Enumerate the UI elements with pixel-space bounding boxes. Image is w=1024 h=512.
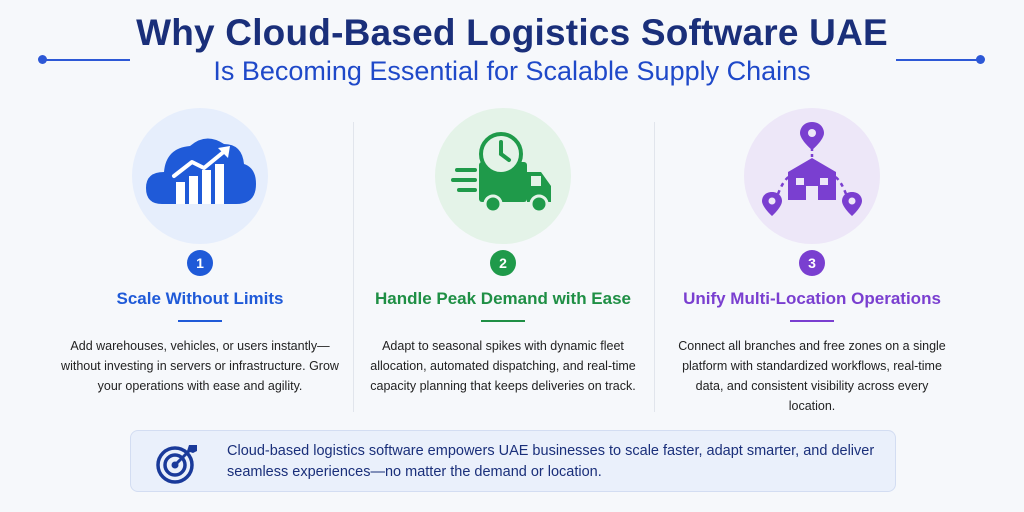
decorative-line-right (896, 59, 978, 61)
feature-column-scale: 1 Scale Without Limits Add warehouses, v… (40, 108, 360, 396)
decorative-line-left (44, 59, 130, 61)
page-subtitle: Is Becoming Essential for Scalable Suppl… (213, 56, 811, 86)
warehouse-locations-icon (744, 108, 880, 244)
page-title: Why Cloud-Based Logistics Software UAE (136, 12, 888, 53)
feature-description: Adapt to seasonal spikes with dynamic fl… (370, 339, 636, 393)
step-number-badge: 2 (490, 250, 516, 276)
heading-underline (790, 320, 834, 322)
feature-column-peak-demand: 2 Handle Peak Demand with Ease Adapt to … (343, 108, 663, 396)
delivery-truck-clock-icon (435, 108, 571, 244)
feature-description: Connect all branches and free zones on a… (678, 339, 946, 413)
summary-banner: Cloud-based logistics software empowers … (130, 430, 896, 492)
column-divider-1 (353, 122, 354, 412)
cloud-growth-icon (132, 108, 268, 244)
feature-heading: Scale Without Limits (116, 289, 284, 308)
step-number-badge: 3 (799, 250, 825, 276)
feature-column-multi-location: 3 Unify Multi-Location Operations Connec… (652, 108, 972, 416)
feature-description: Add warehouses, vehicles, or users insta… (61, 339, 339, 393)
target-icon (155, 441, 199, 490)
summary-text: Cloud-based logistics software empowers … (227, 443, 875, 480)
step-number-badge: 1 (187, 250, 213, 276)
decorative-dot-right (976, 55, 985, 64)
feature-heading: Handle Peak Demand with Ease (374, 289, 632, 308)
heading-underline (178, 320, 222, 322)
heading-underline (481, 320, 525, 322)
column-divider-2 (654, 122, 655, 412)
feature-heading: Unify Multi-Location Operations (683, 289, 941, 308)
decorative-dot-left (38, 55, 47, 64)
